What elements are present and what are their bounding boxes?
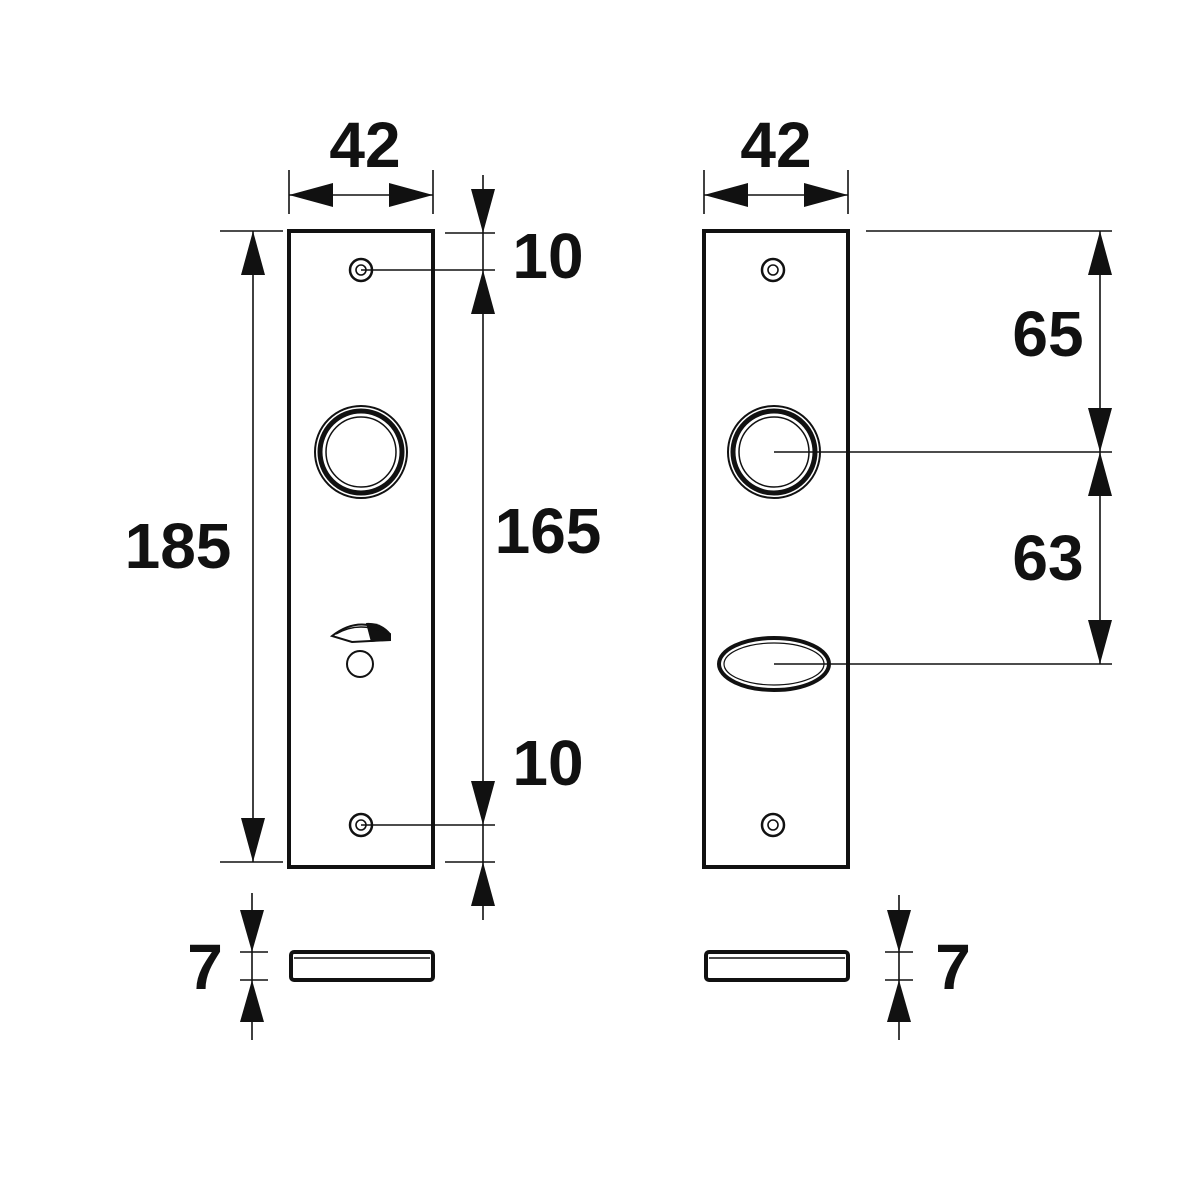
right-vertical-dimension — [774, 230, 1112, 665]
right-thickness-profile — [704, 950, 850, 982]
left-width-label: 42 — [329, 109, 400, 181]
left-height-label: 185 — [125, 510, 232, 582]
left-handle-rose-icon — [314, 405, 408, 499]
left-hole-spacing-label: 165 — [495, 495, 602, 567]
left-thickness-label: 7 — [187, 931, 223, 1003]
right-thickness-dimension — [885, 895, 913, 1040]
right-top-screw-icon — [760, 257, 786, 283]
left-hole-dimension — [361, 175, 495, 920]
right-handle-to-key-label: 63 — [1012, 522, 1083, 594]
right-thickness-label: 7 — [935, 931, 971, 1003]
left-height-dimension — [220, 230, 283, 863]
right-escutcheon-plate — [702, 229, 850, 869]
left-top-offset-label: 10 — [512, 220, 583, 292]
right-width-dimension — [703, 170, 849, 214]
left-escutcheon-plate — [287, 229, 435, 869]
left-plate-view — [220, 170, 495, 1040]
right-plate-view — [702, 170, 1112, 1040]
left-thickness-dimension — [240, 893, 268, 1040]
privacy-indicator-icon — [329, 622, 391, 678]
right-top-to-handle-label: 65 — [1012, 298, 1083, 370]
right-bottom-screw-icon — [760, 812, 786, 838]
left-bottom-offset-label: 10 — [512, 727, 583, 799]
left-width-dimension — [288, 170, 434, 214]
left-thickness-profile — [289, 950, 435, 982]
right-width-label: 42 — [740, 109, 811, 181]
